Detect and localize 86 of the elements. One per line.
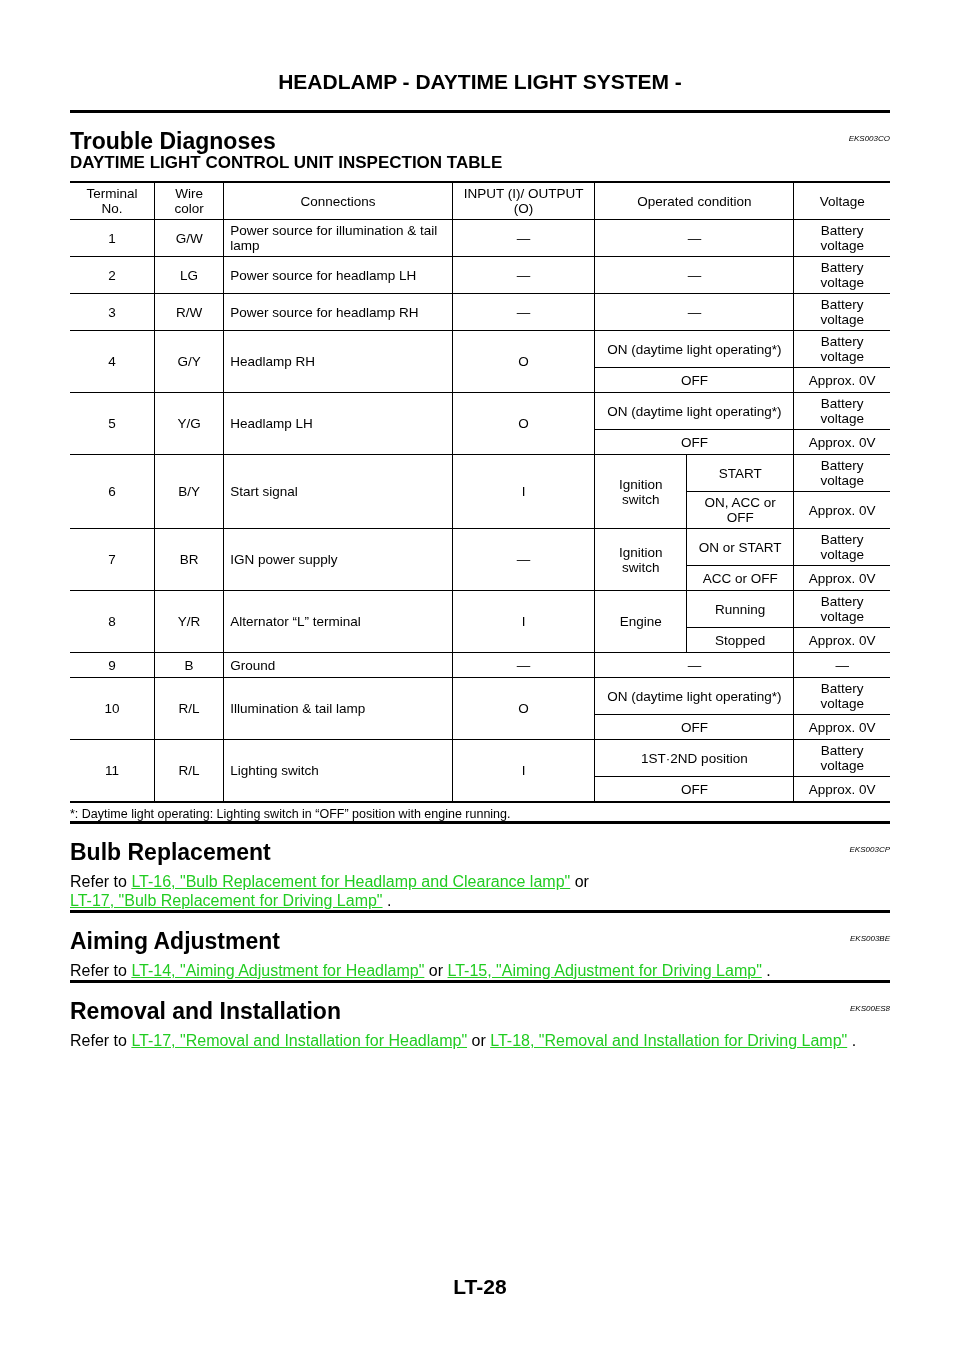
table-text: ON (daytime light operating*) [594, 392, 794, 430]
table-text: ON (daytime light operating*) [594, 330, 794, 368]
table-text: IGN power supply [223, 528, 453, 591]
table-text: 1 [70, 219, 155, 257]
table-text: 4 [70, 330, 155, 393]
table-text: Engine [594, 590, 687, 653]
table-text: Power source for illumination & tail lamp [223, 219, 453, 257]
table-text: 6 [70, 454, 155, 529]
table-text: OFF [594, 367, 794, 393]
reference-link: LT-17, "Bulb Replacement for Driving Lamp" [70, 892, 383, 909]
table-text: I [452, 590, 595, 653]
table-text: Y/R [154, 590, 224, 653]
table-text: Ground [223, 652, 453, 678]
column-header: Connections [223, 182, 453, 220]
table-text: R/L [154, 677, 224, 740]
table-text: LG [154, 256, 224, 294]
column-header: Terminal No. [70, 182, 155, 220]
table-text: OFF [594, 429, 794, 455]
table-text: I [452, 454, 595, 529]
table-text: B [154, 652, 224, 678]
section-code: EKS003CO [848, 134, 890, 143]
table-text: — [452, 528, 595, 591]
section-heading: Removal and Installation [70, 999, 341, 1023]
reference-link: LT-14, "Aiming Adjustment for Headlamp" [131, 962, 425, 979]
column-header: INPUT (I)/ OUTPUT (O) [452, 182, 595, 220]
table-text: 3 [70, 293, 155, 331]
table-text: OFF [594, 714, 794, 740]
table-text: Headlamp LH [223, 392, 453, 455]
table-text: Y/G [154, 392, 224, 455]
table-text: R/W [154, 293, 224, 331]
table-text: Alternator “L” terminal [223, 590, 453, 653]
table-text: START [686, 454, 794, 492]
table-text: O [452, 392, 595, 455]
table-text: 7 [70, 528, 155, 591]
reference-link: LT-18, "Removal and Installation for Driving Lamp" [490, 1032, 848, 1049]
table-text: Ignition switch [594, 454, 687, 529]
table-text: BR [154, 528, 224, 591]
table-text: 9 [70, 652, 155, 678]
page-number: LT-28 [452, 1275, 508, 1299]
table-text: O [452, 330, 595, 393]
table-text: — [594, 652, 794, 678]
table-text: — [594, 293, 794, 331]
footnote: *: Daytime light operating: Lighting switch in “OFF” position with engine running. [70, 807, 512, 821]
table-text: ON, ACC or OFF [686, 491, 794, 529]
table-text: ON or START [686, 528, 794, 566]
table-text: Illumination & tail lamp [223, 677, 453, 740]
table-text: 2 [70, 256, 155, 294]
table-text: Start signal [223, 454, 453, 529]
section-heading: Bulb Replacement [70, 840, 271, 864]
table-text: — [594, 256, 794, 294]
table-text: Running [686, 590, 794, 628]
table-text: — [452, 219, 595, 257]
table-text: Stopped [686, 627, 794, 653]
reference-link: LT-17, "Removal and Installation for Headlamp" [131, 1032, 468, 1049]
table-heading: DAYTIME LIGHT CONTROL UNIT INSPECTION TABLE [70, 153, 504, 173]
reference-paragraph: Refer to LT-17, "Removal and Installation for Headlamp" or LT-18, "Removal and Installation for Driving Lamp" . [70, 1031, 858, 1050]
section-heading: Aiming Adjustment [70, 929, 280, 953]
table-text: 1ST·2ND position [594, 739, 794, 777]
column-header: Wire color [154, 182, 224, 220]
table-text: Power source for headlamp RH [223, 293, 453, 331]
table-text: ON (daytime light operating*) [594, 677, 794, 715]
section-code: EKS00ES8 [849, 1004, 890, 1013]
table-text: 5 [70, 392, 155, 455]
column-header: Operated condition [594, 182, 794, 220]
table-text: ACC or OFF [686, 565, 794, 591]
table-text: 10 [70, 677, 155, 740]
section-heading: Trouble Diagnoses [70, 129, 276, 153]
table-text: Ignition switch [594, 528, 687, 591]
page-title: HEADLAMP - DAYTIME LIGHT SYSTEM - [277, 70, 683, 94]
reference-link: LT-16, "Bulb Replacement for Headlamp and Clearance lamp" [131, 873, 571, 890]
table-text: B/Y [154, 454, 224, 529]
table-text: — [452, 256, 595, 294]
table-text: — [594, 219, 794, 257]
table-text: Power source for headlamp LH [223, 256, 453, 294]
reference-paragraph: Refer to LT-14, "Aiming Adjustment for Headlamp" or LT-15, "Aiming Adjustment for Driving Lamp" . [70, 961, 772, 980]
table-text: Headlamp RH [223, 330, 453, 393]
table-text: G/W [154, 219, 224, 257]
table-text: O [452, 677, 595, 740]
section-code: EKS003CP [849, 845, 890, 854]
table-text: 8 [70, 590, 155, 653]
table-text: — [452, 652, 595, 678]
table-text: G/Y [154, 330, 224, 393]
reference-paragraph: Refer to LT-16, "Bulb Replacement for Headlamp and Clearance lamp" or LT-17, "Bulb Replacement for Driving Lamp" . [70, 872, 590, 910]
section-code: EKS003BE [849, 934, 890, 943]
reference-link: LT-15, "Aiming Adjustment for Driving Lamp" [447, 962, 762, 979]
table-text: — [452, 293, 595, 331]
